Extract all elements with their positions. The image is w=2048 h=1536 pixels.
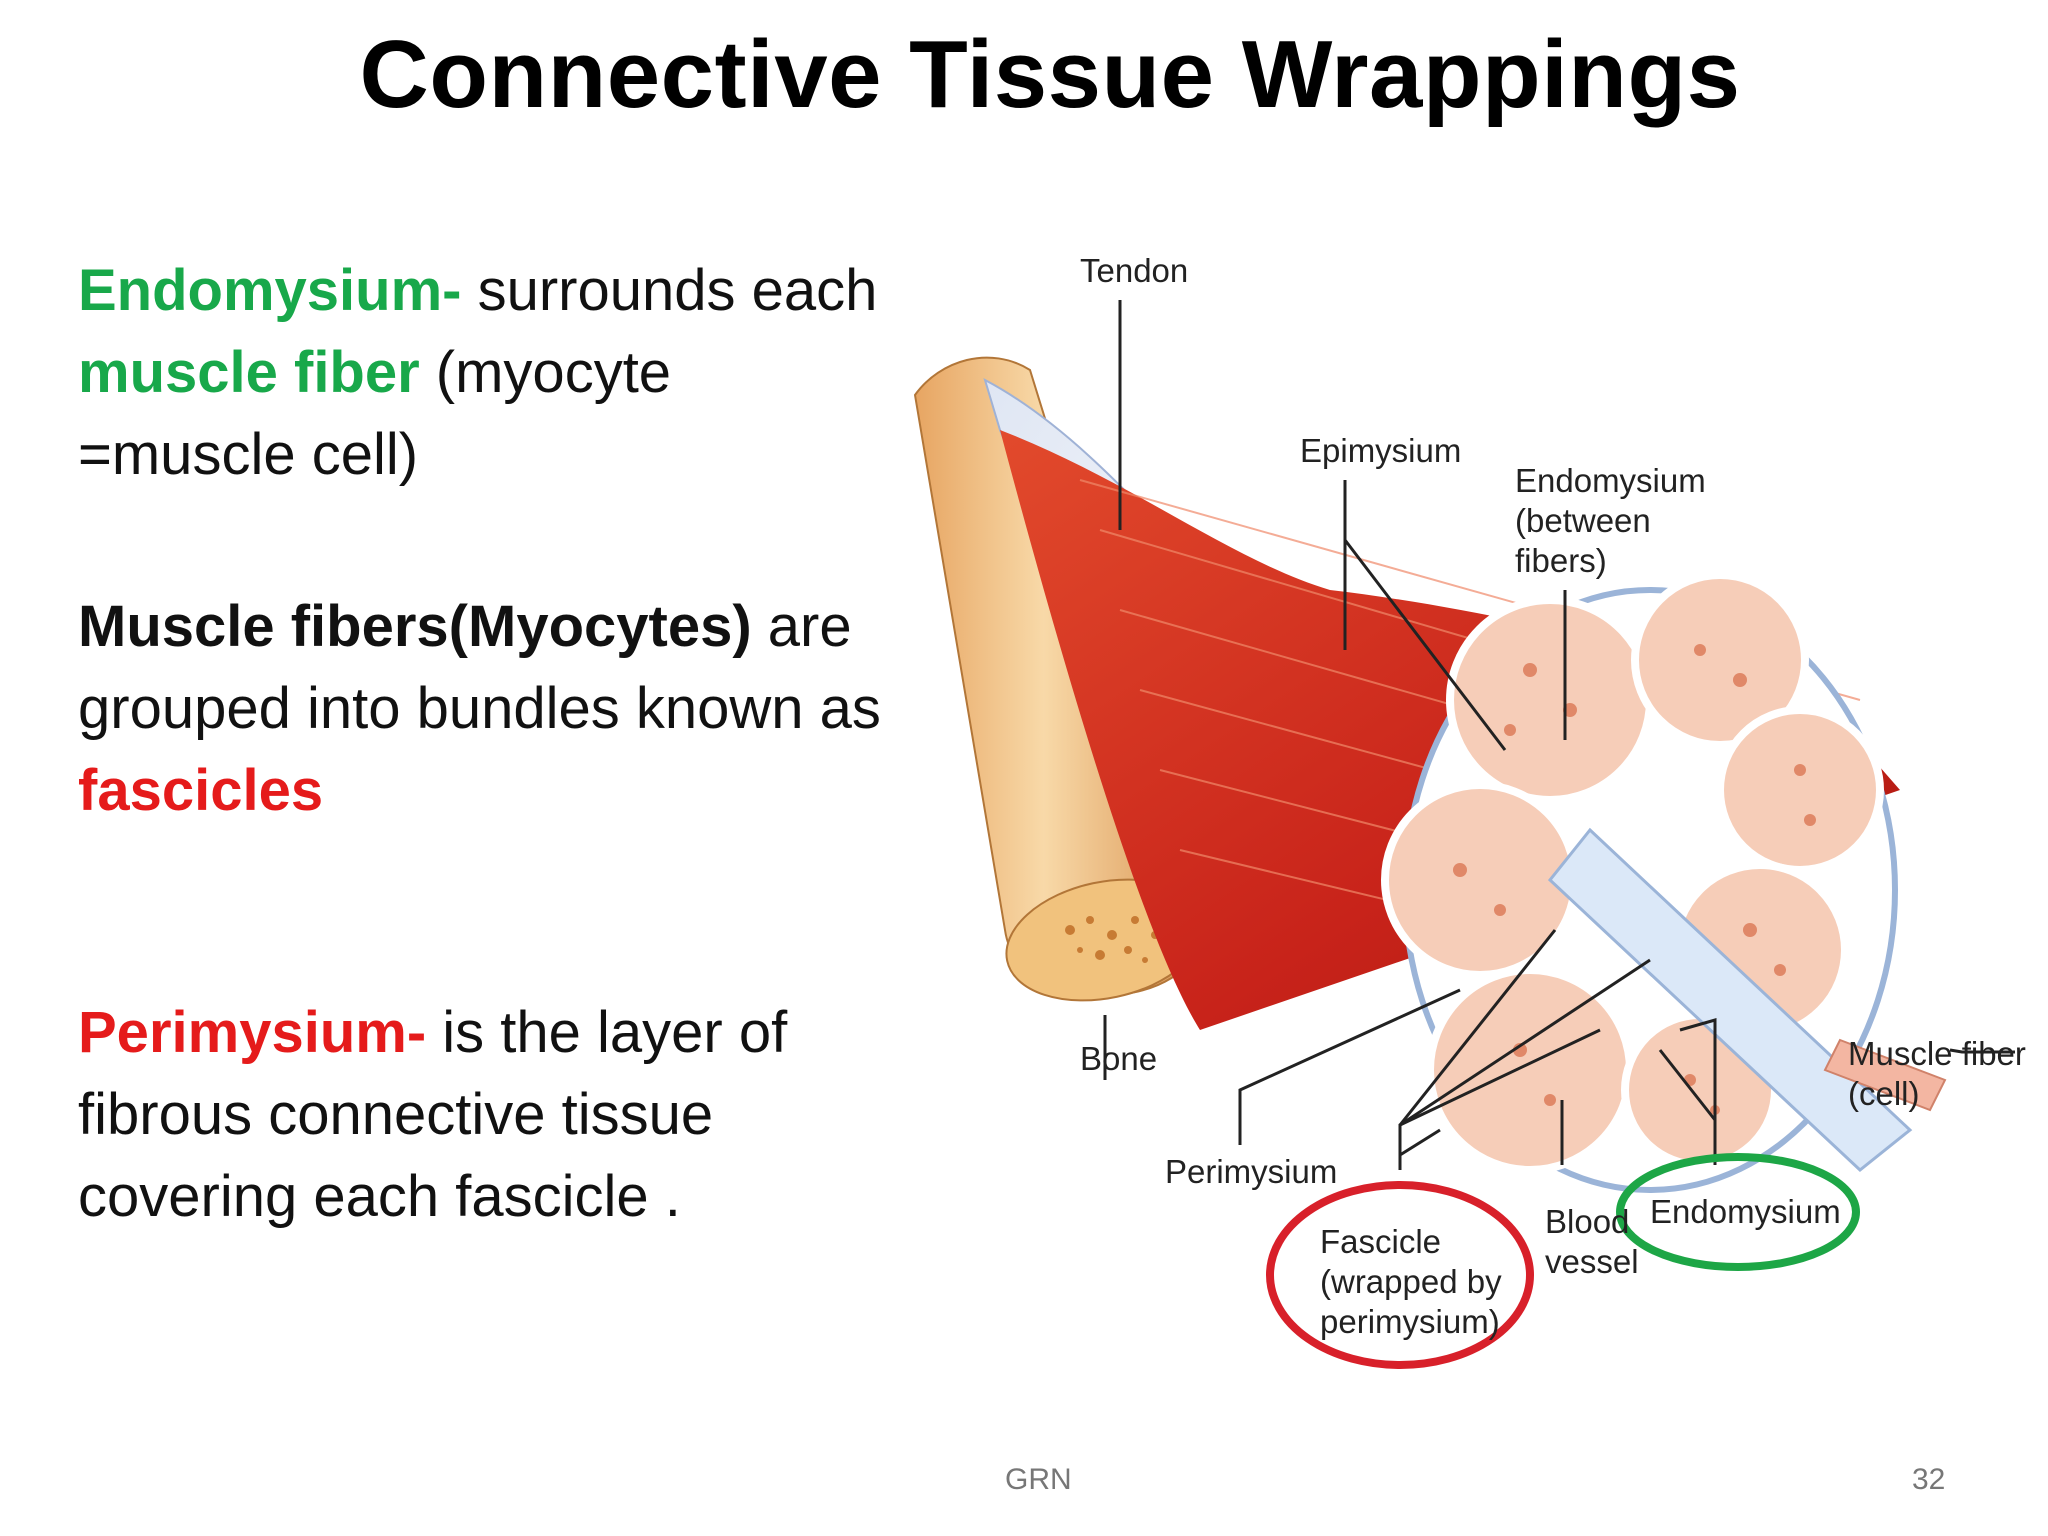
diagram-svg: Tendon Epimysium Endomysium (between fib… [913,252,2026,1369]
term-muscle-fibers: Muscle fibers(Myocytes) [78,594,752,659]
label-muscle-fiber-1: Muscle fiber [1848,1035,2026,1072]
label-perimysium: Perimysium [1165,1153,1337,1190]
paragraph-perimysium: Perimysium- is the layer of fibrous conn… [78,992,898,1238]
label-endomysium-between-3: fibers) [1515,542,1607,579]
label-fascicle-1: Fascicle [1320,1223,1441,1260]
endomysium-text-1: surrounds each [461,258,878,323]
label-fascicle-3: perimysium) [1320,1303,1500,1340]
label-endomysium-circled: Endomysium [1650,1193,1841,1230]
term-endomysium: Endomysium- [78,258,462,323]
paragraph-endomysium: Endomysium- surrounds each muscle fiber … [78,250,898,496]
label-blood-vessel-1: Blood [1545,1203,1629,1240]
footer-author: GRN [1005,1463,1072,1496]
fibers-text-1: are grouped into bundles known as [78,594,881,741]
label-bone: Bone [1080,1040,1157,1077]
highlight-muscle-fiber: muscle fiber [78,340,420,405]
muscle-anatomy-diagram: Tendon Epimysium Endomysium (between fib… [900,230,2048,1380]
label-endomysium-between-1: Endomysium [1515,462,1706,499]
endomysium-highlight-circle [1616,1153,1860,1271]
label-epimysium: Epimysium [1300,432,1461,469]
paragraph-muscle-fibers: Muscle fibers(Myocytes) are grouped into… [78,586,898,832]
highlight-fascicles: fascicles [78,758,324,823]
term-perimysium: Perimysium- [78,1000,427,1065]
fascicle-highlight-circle [1266,1181,1534,1369]
footer-page-number: 32 [1912,1463,1946,1496]
label-fascicle-2: (wrapped by [1320,1263,1502,1300]
label-tendon: Tendon [1080,252,1188,289]
slide-title: Connective Tissue Wrappings [359,21,1741,128]
label-blood-vessel-2: vessel [1545,1243,1639,1280]
text-column: Endomysium- surrounds each muscle fiber … [78,250,898,1238]
perimysium-text-1: is the layer of fibrous connective tissu… [78,1000,788,1229]
label-muscle-fiber-2: (cell) [1848,1075,1920,1112]
label-endomysium-between-2: (between [1515,502,1651,539]
leader-lines [1103,300,2015,1170]
endomysium-text-2: (myocyte =muscle cell) [78,340,672,487]
